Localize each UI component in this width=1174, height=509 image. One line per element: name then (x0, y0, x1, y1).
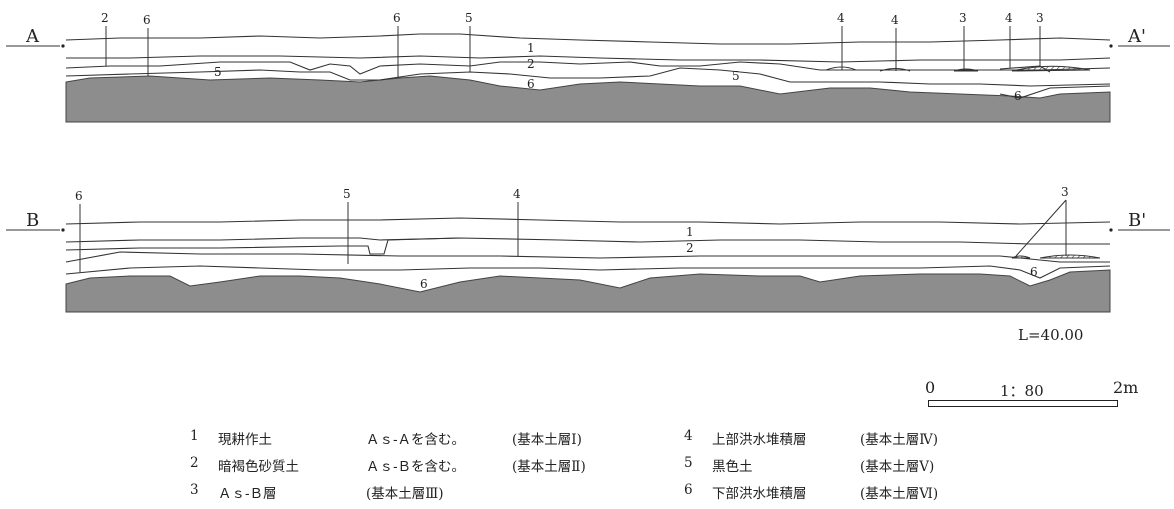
legend-stratum: (基本土層Ⅴ) (860, 459, 935, 475)
legend-stratum: (基本土層Ⅳ) (860, 432, 939, 448)
legend-stratum: (基本土層Ⅰ) (512, 432, 582, 448)
legend-stratum: (基本土層Ⅱ) (512, 459, 586, 475)
section-a-layer-labels: 1 2 5 6 5 6 (214, 41, 1022, 103)
section-a-left-label: A (25, 26, 40, 47)
legend-name: 現耕作土 (218, 432, 272, 448)
legend-number: 1 (190, 428, 199, 444)
layer-label: 1 (527, 41, 535, 55)
layer-label: 6 (420, 277, 428, 291)
scale-bar: 0 1：80 2m (920, 378, 1150, 418)
scale-start: 0 (925, 378, 936, 397)
scale-end: 2m (1113, 378, 1139, 397)
soil-section-figure: A A' (6, 11, 1170, 313)
marker-label: 5 (343, 187, 351, 201)
section-b-left-label: B (26, 210, 39, 231)
marker-label: 4 (891, 13, 899, 27)
section-a-right-label: A' (1127, 26, 1146, 47)
layer-label: 6 (1030, 265, 1038, 279)
scale-ratio: 1：80 (1000, 382, 1044, 400)
legend-number: 2 (190, 455, 199, 471)
legend-description: Ａｓ-Ａを含む。 (366, 432, 466, 448)
layer-label: 1 (686, 225, 694, 239)
section-a: A A' (6, 11, 1170, 123)
legend-number: 3 (190, 482, 199, 498)
section-a-markers: 2 6 6 5 4 4 3 4 3 (101, 11, 1044, 27)
marker-label: 4 (1005, 11, 1013, 25)
layer-label: 6 (1014, 89, 1022, 103)
marker-label: 3 (1061, 185, 1069, 199)
legend-description: Ａｓ-Ｂを含む。 (366, 459, 466, 475)
marker-label: 4 (513, 187, 521, 201)
legend-stratum: (基本土層Ⅲ) (366, 486, 444, 502)
section-b-markers: 6 5 4 3 (75, 185, 1069, 203)
marker-label: 6 (143, 13, 151, 27)
elevation-label: L=40.00 (1018, 326, 1084, 344)
marker-label: 4 (837, 11, 845, 25)
section-b-right-label: B' (1128, 210, 1146, 231)
legend-name: 黒色土 (712, 459, 753, 475)
marker-label: 3 (959, 11, 967, 25)
legend-name: 上部洪水堆積層 (712, 432, 807, 448)
layer-label: 5 (214, 65, 222, 79)
section-b-layer-labels: 1 2 6 6 (420, 225, 1038, 291)
scale-bar-rule (928, 400, 1118, 407)
marker-label: 6 (75, 189, 83, 203)
layer-label: 6 (527, 77, 535, 91)
section-a-bedrock (65, 75, 1111, 123)
legend-stratum: (基本土層Ⅵ) (860, 486, 939, 502)
legend-number: 4 (684, 428, 693, 444)
legend-name: 暗褐色砂質土 (218, 459, 299, 475)
legend-number: 6 (684, 482, 693, 498)
layer-label: 2 (527, 57, 535, 71)
marker-label: 3 (1036, 11, 1044, 25)
marker-label: 5 (465, 11, 473, 25)
layer-label: 5 (732, 69, 740, 83)
layer-label: 2 (686, 241, 694, 255)
marker-label: 2 (101, 11, 109, 25)
marker-label: 6 (393, 11, 401, 25)
legend-number: 5 (684, 455, 693, 471)
section-b-bedrock (65, 269, 1111, 313)
legend-name: Ａｓ-Ｂ層 (218, 486, 277, 502)
section-b: B B' 6 5 4 3 (6, 185, 1170, 313)
legend-name: 下部洪水堆積層 (712, 486, 807, 502)
